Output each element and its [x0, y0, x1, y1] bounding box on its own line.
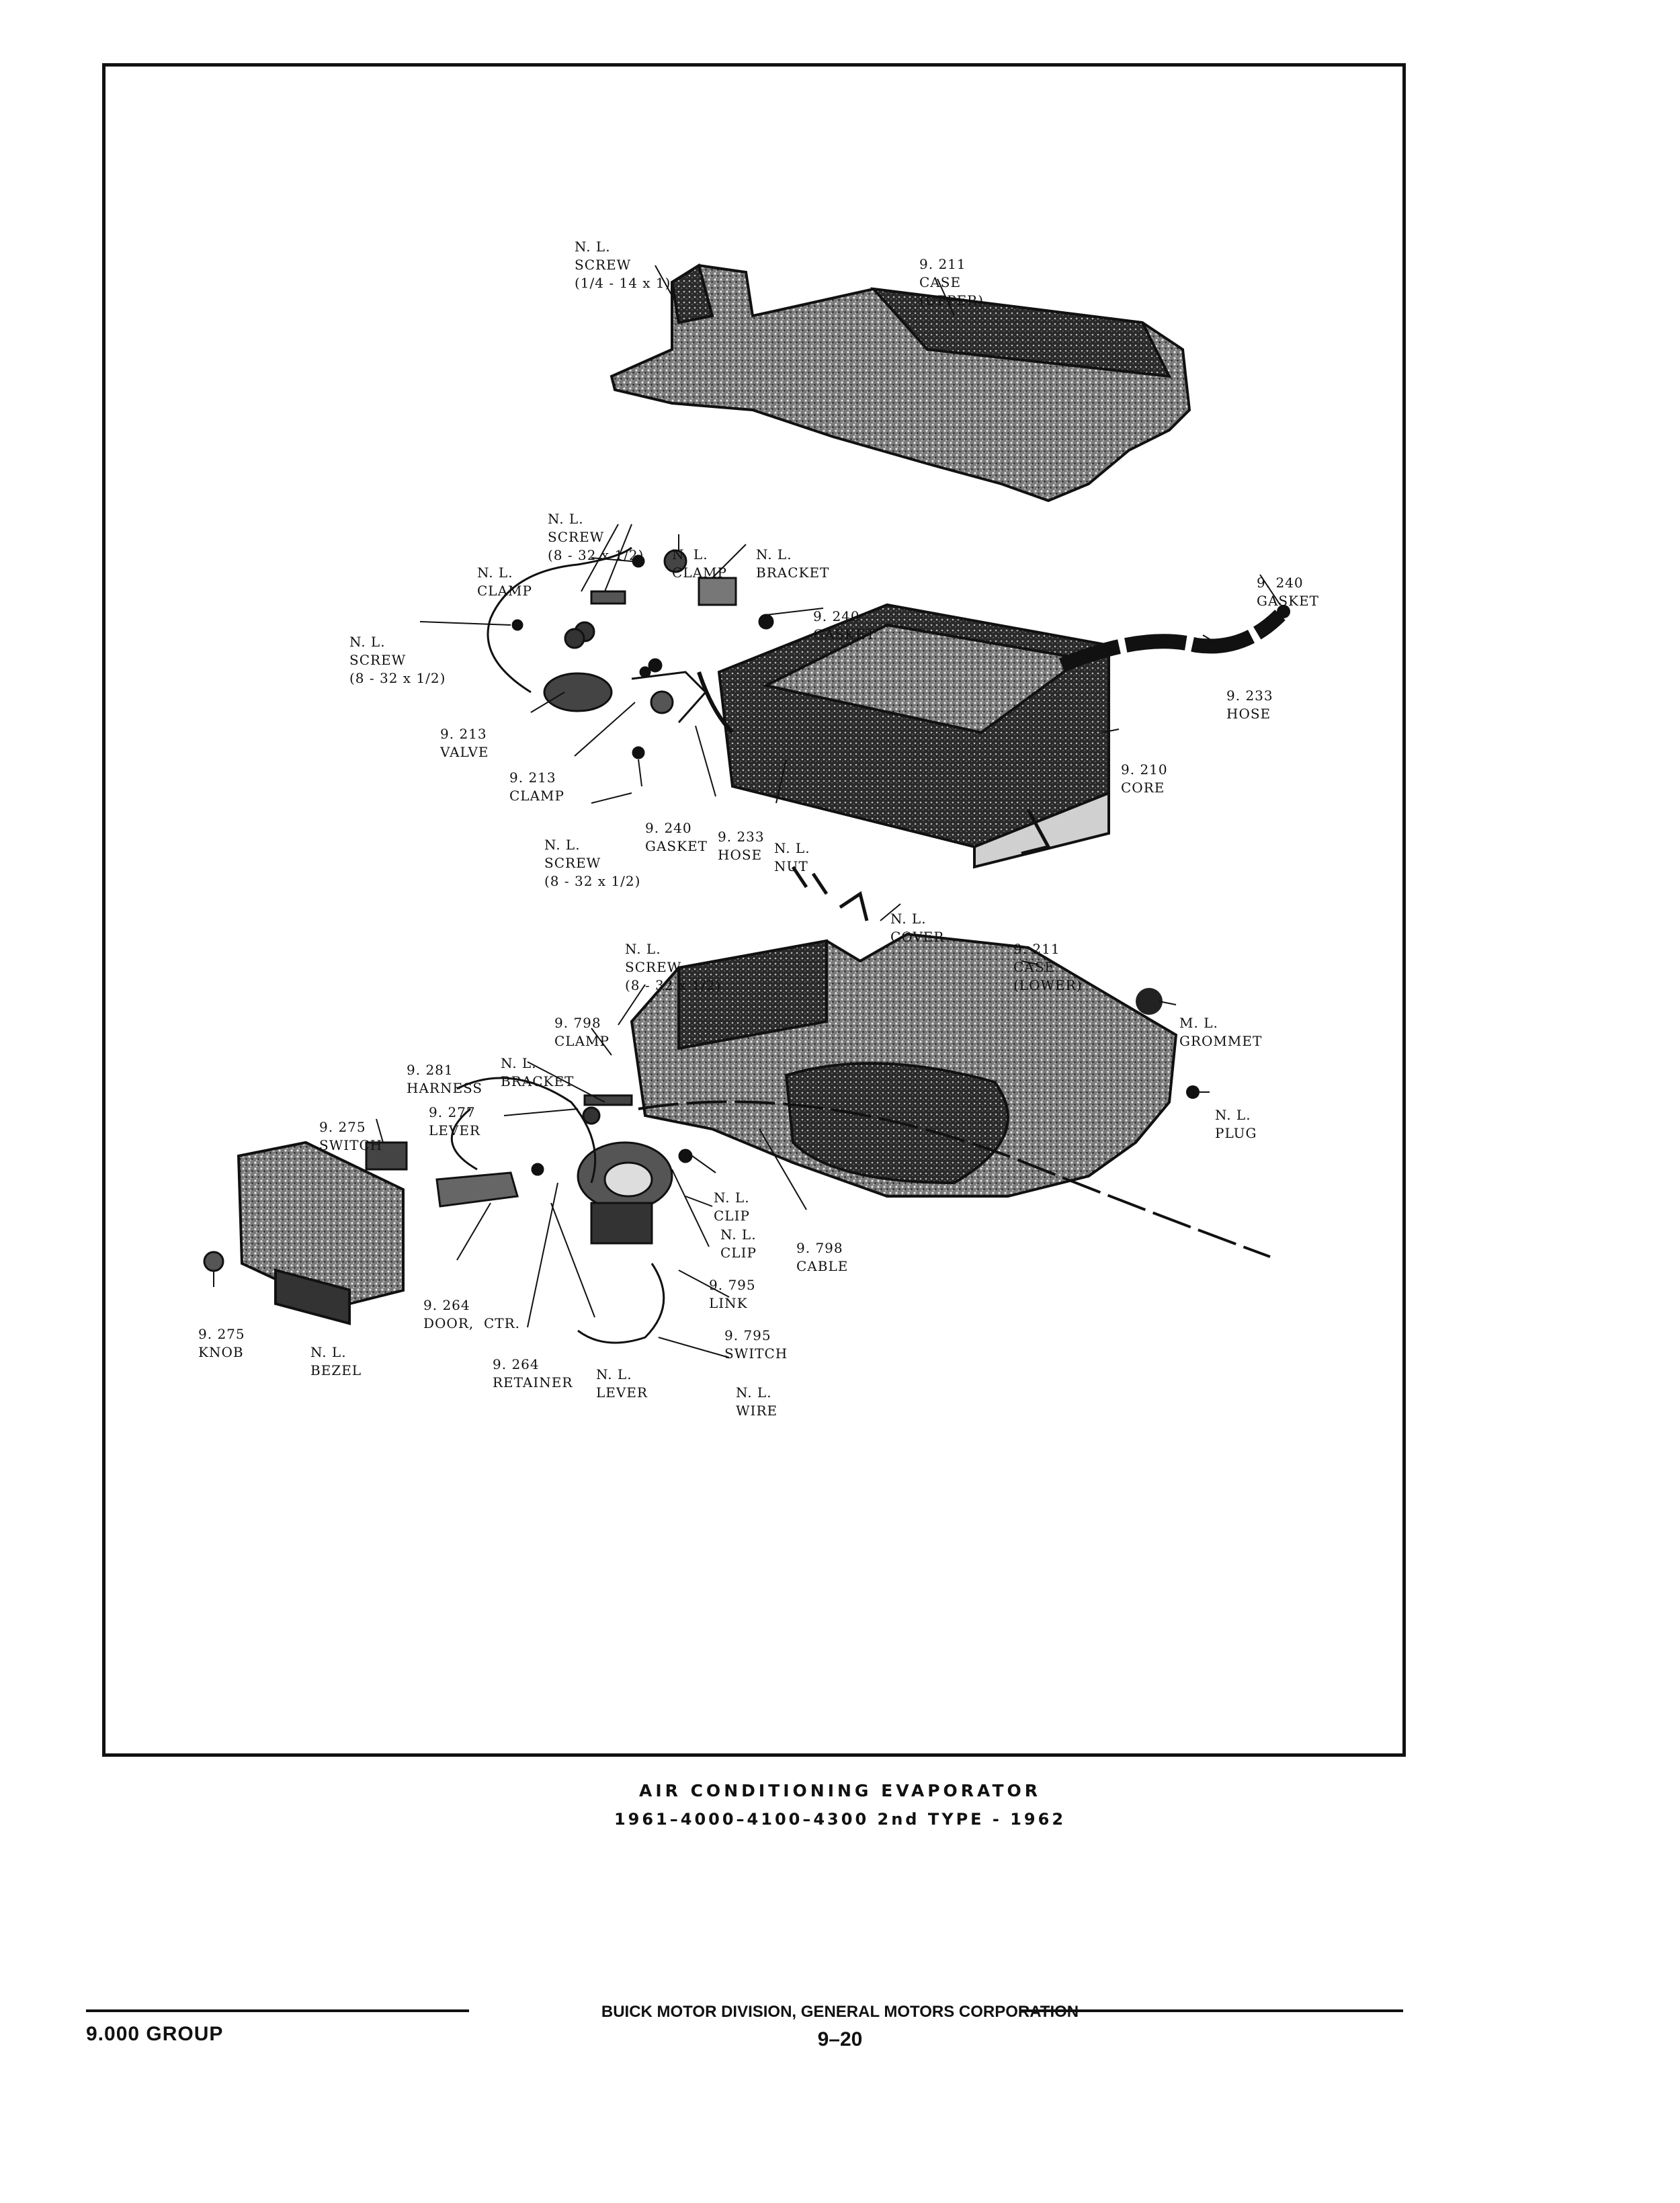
- figure-subtitle: 1961–4000–4100–4300 2nd TYPE - 1962: [614, 1810, 1066, 1829]
- label-nl-cover: N. L.COVER: [890, 911, 945, 945]
- cable-part: [638, 1100, 1271, 1258]
- plug-part: [1186, 1085, 1200, 1099]
- core-part: [717, 603, 1110, 869]
- label-nl-bracket-a: N. L.BRACKET: [756, 546, 830, 581]
- label-nl-clip-a: N. L.CLIP: [714, 1190, 750, 1224]
- footer-group: 9.000 GROUP: [86, 2023, 224, 2045]
- label-nl-wire: N. L.WIRE: [736, 1384, 778, 1419]
- label-nl-lever: N. L.LEVER: [596, 1366, 648, 1401]
- label-nl-bezel: N. L.BEZEL: [310, 1344, 362, 1378]
- figure-frame: [102, 63, 1406, 1757]
- label-nl-clamp-a: N. L.CLAMP: [672, 546, 727, 581]
- label-nl-screw-832-b: N. L.SCREW(8 - 32 x 1/2): [349, 634, 446, 686]
- leader-lines: [213, 265, 1281, 1358]
- upper-case-part: [610, 263, 1191, 503]
- knob-part: [203, 1251, 224, 1272]
- label-nl-screw-832-a: N. L.SCREW(8 - 32 x 1/2): [548, 511, 644, 563]
- label-nl-screw-832-d: N. L.SCREW(8 - 32 x 1/2): [625, 941, 722, 993]
- label-nl-clip-b: N. L.CLIP: [720, 1227, 757, 1261]
- footer-division: BUICK MOTOR DIVISION, GENERAL MOTORS COR…: [601, 2003, 1079, 2021]
- gasket-right-part: [1277, 605, 1290, 618]
- label-nl-screw-top: N. L.SCREW(1/4 - 14 x 1): [575, 239, 671, 291]
- control-bezel-part: [237, 1140, 405, 1325]
- switch-9275-part: [365, 1141, 408, 1171]
- label-ml-grommet: M. L.GROMMET: [1179, 1015, 1263, 1049]
- label-nl-bracket-b: N. L.BRACKET: [501, 1055, 575, 1089]
- valve-assembly: [487, 546, 774, 759]
- door-switch-assembly: [435, 1077, 693, 1344]
- footer-rule-right: [1020, 2009, 1403, 2012]
- lower-case-part: [630, 866, 1178, 1198]
- label-nl-clamp-b: N. L.CLAMP: [477, 565, 532, 599]
- figure-title: AIR CONDITIONING EVAPORATOR: [638, 1781, 1042, 1800]
- page-number: 9–20: [817, 2028, 863, 2050]
- label-nl-plug: N. L.PLUG: [1215, 1107, 1257, 1141]
- hose-right-part: [1058, 610, 1286, 673]
- footer-rule-left: [86, 2009, 469, 2012]
- label-nl-nut: N. L.NUT: [774, 840, 810, 874]
- grommet-part: [1136, 988, 1163, 1015]
- label-nl-screw-832-c: N. L.SCREW(8 - 32 x 1/2): [544, 837, 641, 889]
